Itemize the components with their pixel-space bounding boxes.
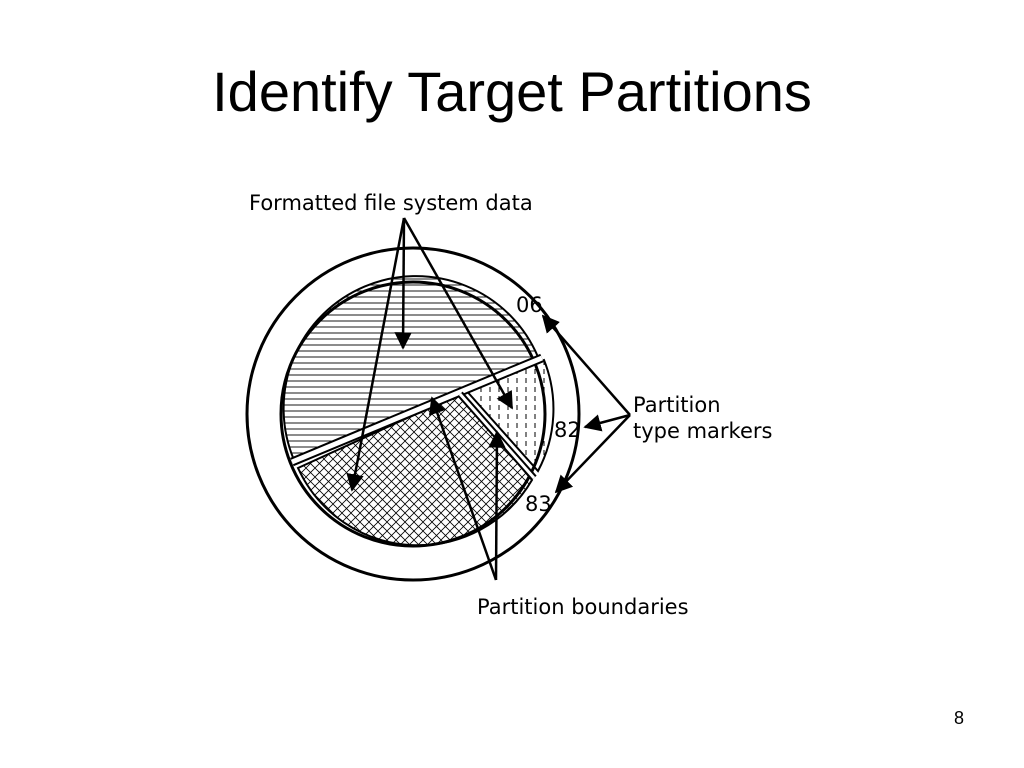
marker-06: 06 [516, 293, 543, 317]
boundary-arrows [428, 396, 506, 581]
page-number: 8 [953, 708, 964, 728]
partition-area-outline [279, 280, 547, 548]
arrow-to-secondary-boundary [488, 430, 506, 581]
arrow-to-main-boundary [428, 396, 498, 581]
partition-boundary-main-gap [291, 355, 543, 465]
arrow-to-marker-82 [583, 413, 631, 432]
formatted-data-label: Formatted file system data [249, 191, 533, 215]
arrow-to-marker-83 [554, 414, 631, 494]
arrow-to-partition-06 [394, 217, 412, 350]
partition-06-region [282, 275, 540, 462]
slide-title: Identify Target Partitions [212, 60, 812, 123]
marker-82: 82 [554, 418, 581, 442]
arrow-to-marker-06 [541, 314, 631, 416]
boundaries-label: Partition boundaries [477, 595, 689, 619]
arrow-to-partition-82 [402, 217, 514, 410]
partition-82-region [462, 358, 555, 473]
type-markers-label-line1: Partition [633, 393, 721, 417]
arrow-to-partition-83 [346, 217, 406, 492]
formatted-data-arrows [346, 217, 514, 492]
type-marker-arrows [541, 314, 631, 494]
marker-83: 83 [525, 492, 552, 516]
type-markers-label-line2: type markers [633, 419, 772, 443]
